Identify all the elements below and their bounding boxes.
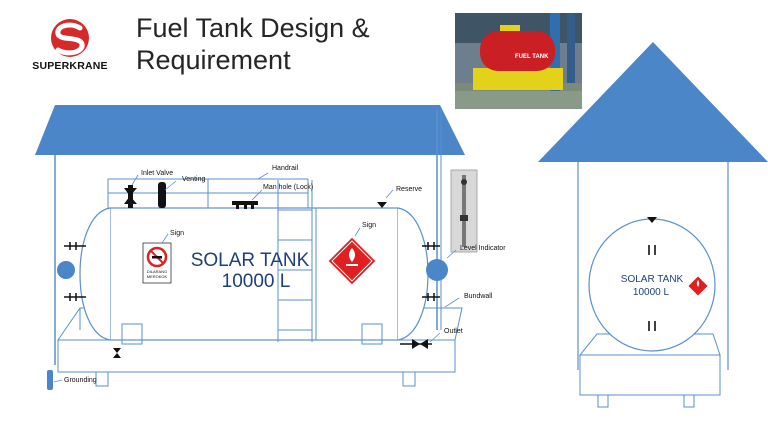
side-roof: [538, 42, 768, 162]
slide-title: Fuel Tank Design & Requirement: [136, 12, 370, 76]
sign-text-1: DILARANG: [147, 269, 167, 274]
side-reserve-marker-icon: [647, 217, 657, 223]
side-tank-capacity: 10000 L: [633, 287, 670, 298]
level-indicator-photo: [450, 169, 478, 253]
venting-pipe-icon: [158, 182, 166, 208]
side-flame-icon: [696, 280, 700, 287]
superkrane-logo: [51, 19, 89, 57]
side-nozzles: [648, 245, 656, 331]
side-nozzles: [64, 242, 440, 301]
title-line-2: Requirement: [136, 45, 291, 75]
flame-icon: [348, 248, 356, 262]
grounding-rod-icon: [47, 370, 53, 390]
label-bundwall: Bundwall: [464, 293, 493, 300]
sign-text-2: MEROKOK: [147, 274, 168, 279]
photo-tank-label: FUEL TANK: [515, 54, 549, 60]
ladder: [277, 180, 313, 342]
label-inlet-valve: Inlet Valve: [141, 170, 173, 177]
side-flammable-sign: [687, 275, 709, 297]
reserve-marker-icon: [377, 202, 387, 208]
flammable-hazard-sign: [327, 236, 377, 286]
main-roof: [35, 105, 465, 155]
fuel-tank-photo: FUEL TANK: [455, 13, 582, 109]
manhole-icon: [232, 201, 258, 209]
logo-s-icon: [55, 22, 85, 56]
main-tank-capacity: 10000 L: [222, 271, 291, 292]
bund-wall-photo: [473, 68, 563, 90]
label-sign-right: Sign: [362, 222, 376, 229]
saddle-supports: [95, 323, 416, 387]
label-manhole: Man hole (Lock): [263, 184, 313, 191]
label-reserve: Reserve: [396, 186, 422, 193]
callout-lines: [53, 172, 460, 383]
red-tank-photo: [480, 31, 555, 71]
drain-valve-icon: [113, 348, 121, 358]
inlet-valve-icon: [124, 185, 137, 208]
label-sign-left: Sign: [170, 230, 184, 237]
title-line-1: Fuel Tank Design &: [136, 13, 370, 43]
label-grounding: Grounding: [64, 377, 97, 384]
label-level-indicator: Level Indicator: [460, 245, 506, 252]
level-gauge-right-icon: [426, 259, 448, 281]
side-tank-name: SOLAR TANK: [621, 274, 684, 285]
logo-text: SUPERKRANE: [32, 60, 108, 72]
label-handrail: Handrail: [272, 165, 299, 172]
label-outlet: Outlet: [444, 328, 463, 335]
outlet-valve-icon: [400, 339, 432, 349]
handrail: [107, 178, 309, 208]
label-venting: Venting: [182, 176, 205, 183]
level-gauge-left-icon: [57, 261, 75, 279]
no-smoking-sign: DILARANG MEROKOK: [142, 242, 172, 284]
main-tank-name: SOLAR TANK: [191, 250, 310, 271]
